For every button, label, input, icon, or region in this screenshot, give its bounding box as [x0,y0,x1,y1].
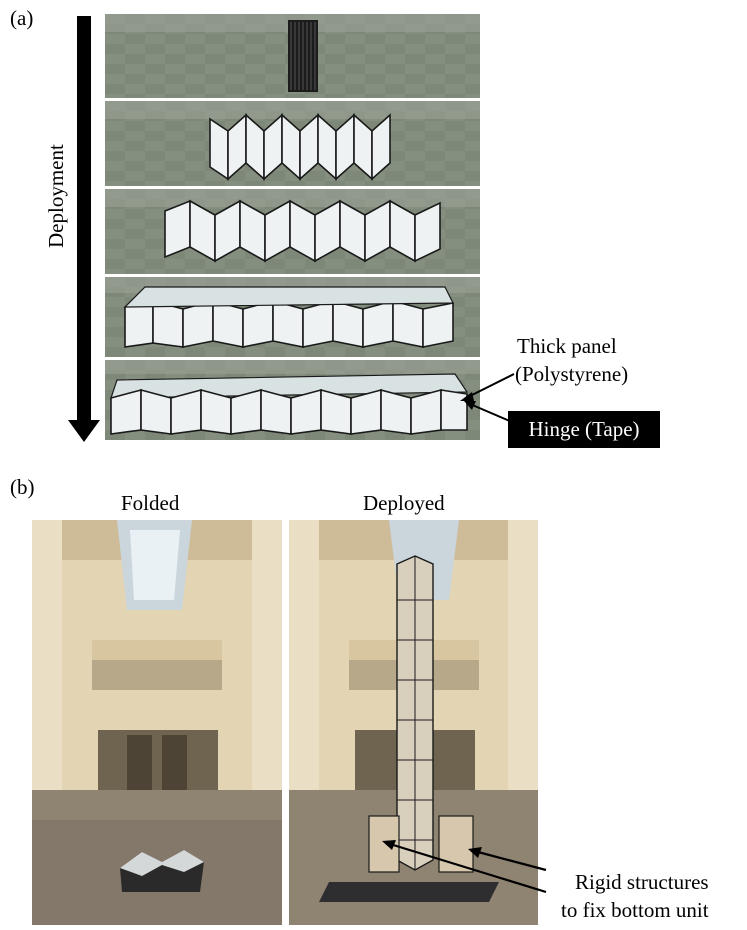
deployment-photo-2 [105,101,480,186]
annotation-arrows-a [460,373,515,423]
folded-hall-photo [32,520,282,925]
panel-a-label: (a) [10,6,34,30]
thick-panel-label-line2: (Polystyrene) [515,362,629,386]
deployment-photo-1 [105,14,480,98]
rigid-structures-label-line2: to fix bottom unit [561,898,709,922]
rigid-structure-arrows [382,840,547,894]
deployment-label: Deployment [44,144,68,248]
rigid-structures-label-line1: Rigid structures [575,870,709,894]
deployed-title: Deployed [363,491,445,515]
thick-panel-label-line1: Thick panel [517,334,617,358]
deployment-photo-5 [105,360,480,440]
hinge-label-box: Hinge (Tape) [508,411,660,448]
deployment-photo-3 [105,189,480,274]
deployment-arrow [68,16,100,442]
hinge-label: Hinge (Tape) [528,417,640,441]
deployment-photo-4 [105,277,480,357]
panel-b-label: (b) [10,475,35,499]
folded-title: Folded [121,491,180,515]
